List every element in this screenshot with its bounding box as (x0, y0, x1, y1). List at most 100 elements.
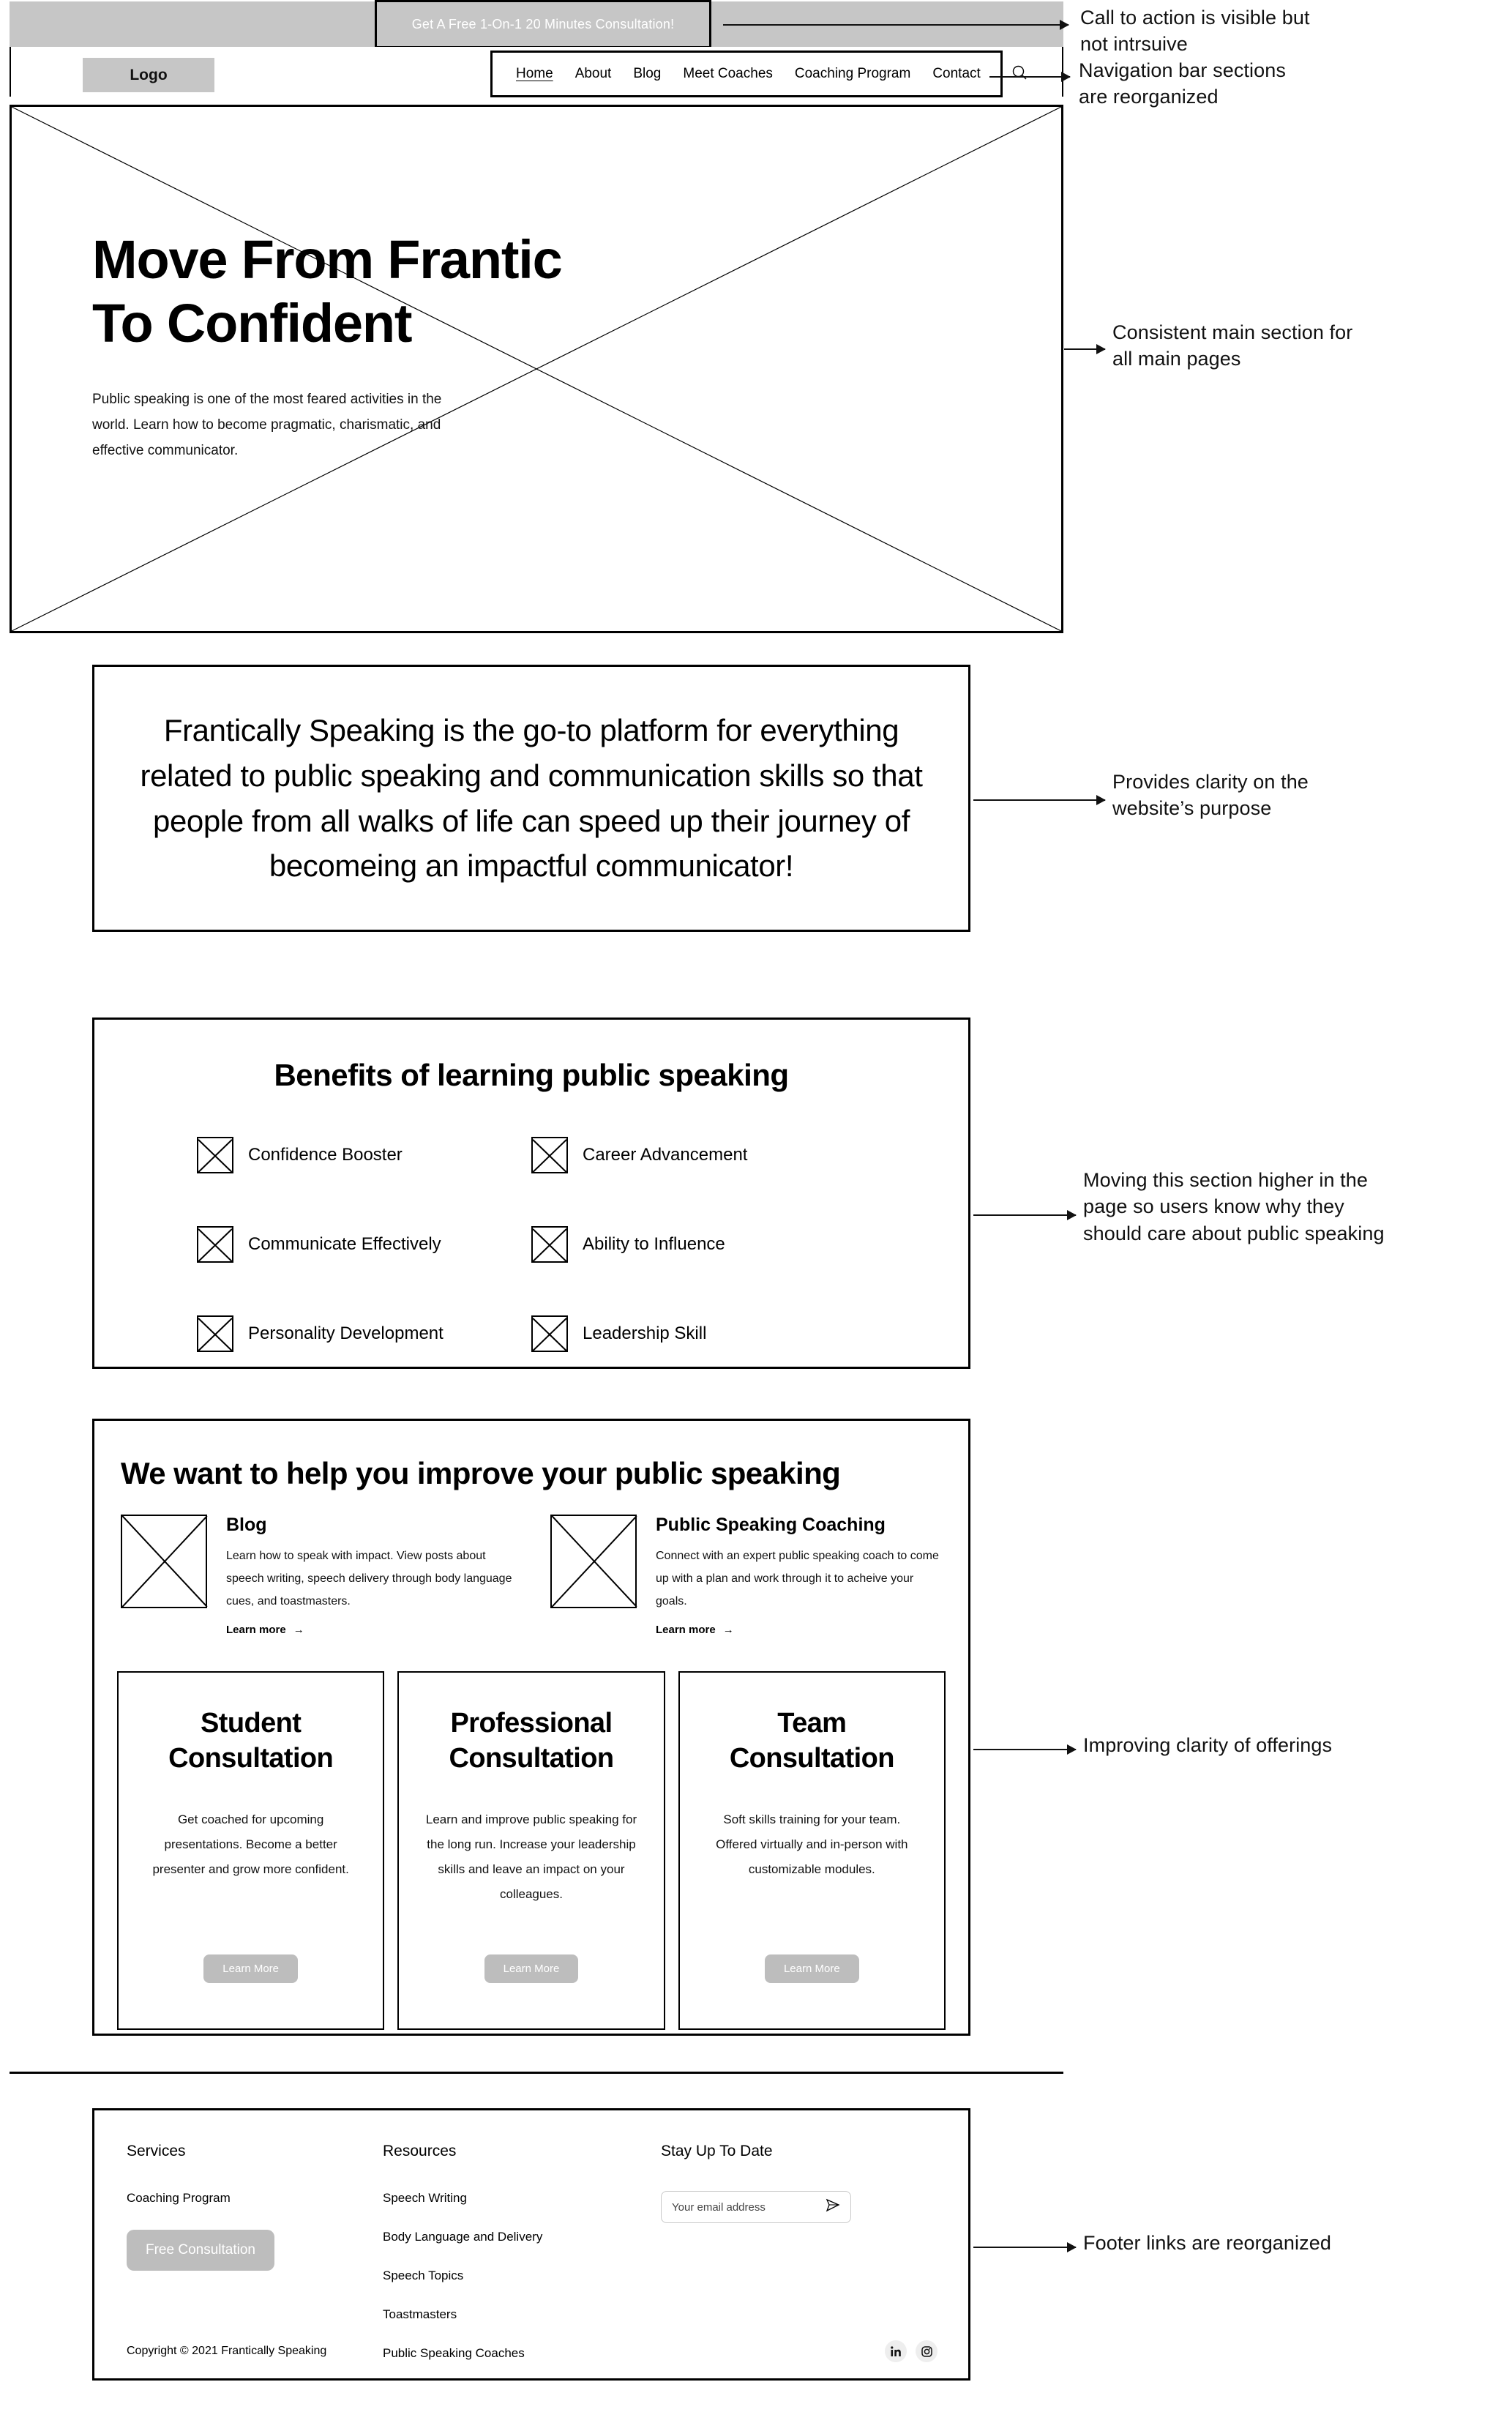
annotation-line: Improving clarity of offerings (1083, 1734, 1333, 1756)
newsletter-email-input[interactable]: Your email address (661, 2191, 851, 2223)
card-body: Learn and improve public speaking for th… (425, 1812, 637, 1901)
footer-divider (10, 2072, 1063, 2074)
benefits-grid: Confidence Booster Career Advancement Co… (94, 1137, 968, 1352)
nav-item-blog[interactable]: Blog (633, 66, 662, 81)
footer-link-public-speaking-coaches[interactable]: Public Speaking Coaches (383, 2346, 525, 2360)
nav-item-meet-coaches[interactable]: Meet Coaches (683, 66, 773, 81)
team-learn-more-button[interactable]: Learn More (764, 1954, 859, 1983)
logo-label: Logo (130, 66, 168, 83)
cta-banner-label: Get A Free 1-On-1 20 Minutes Consultatio… (411, 16, 675, 31)
benefit-item-ability-to-influence: Ability to Influence (531, 1226, 866, 1263)
blog-learn-more-link[interactable]: Learn more → (226, 1624, 304, 1636)
footer-link-speech-writing[interactable]: Speech Writing (383, 2191, 467, 2205)
benefit-label: Ability to Influence (583, 1234, 725, 1254)
annotation-arrow-footer (973, 2242, 1077, 2252)
help-column-body: Learn how to speak with impact. View pos… (226, 1550, 512, 1608)
annotation-line: Consistent main section for (1112, 321, 1353, 343)
help-column-title: Blog (226, 1515, 267, 1535)
annotation-benefits: Moving this section higher in the page s… (1083, 1167, 1508, 1247)
logo[interactable]: Logo (83, 58, 214, 92)
coaching-learn-more-link[interactable]: Learn more → (656, 1624, 734, 1636)
annotation-arrow-benefits (973, 1210, 1077, 1220)
help-column-blog: Blog Learn how to speak with impact. Vie… (121, 1515, 512, 1637)
footer-heading-resources: Resources (383, 2143, 457, 2159)
benefits-section: Benefits of learning public speaking Con… (92, 1018, 970, 1369)
benefit-label: Confidence Booster (248, 1145, 403, 1165)
nav-item-contact[interactable]: Contact (932, 66, 981, 81)
footer-column-services: Services Coaching Program Free Consultat… (127, 2143, 383, 2385)
help-column-coaching: Public Speaking Coaching Connect with an… (550, 1515, 942, 1637)
student-learn-more-button[interactable]: Learn More (203, 1954, 299, 1983)
card-title: Team Consultation (729, 1708, 895, 1774)
send-icon[interactable] (826, 2198, 840, 2216)
benefit-label: Communicate Effectively (248, 1234, 441, 1254)
card-body: Soft skills training for your team. Offe… (716, 1812, 908, 1876)
benefit-icon-placeholder (197, 1137, 233, 1173)
annotation-arrow-mission (973, 795, 1106, 805)
cta-banner-button[interactable]: Get A Free 1-On-1 20 Minutes Consultatio… (375, 0, 711, 48)
annotation-arrow-offerings (973, 1744, 1077, 1755)
annotation-cta: Call to action is visible but not intrsu… (1080, 4, 1490, 58)
footer-copyright: Copyright © 2021 Frantically Speaking (127, 2345, 327, 2357)
annotation-arrow-main-section (1064, 344, 1106, 354)
footer-link-coaching-program[interactable]: Coaching Program (127, 2191, 231, 2205)
footer-link-body-language-and-delivery[interactable]: Body Language and Delivery (383, 2230, 543, 2244)
site-footer: Services Coaching Program Free Consultat… (92, 2108, 970, 2381)
benefit-icon-placeholder (197, 1226, 233, 1263)
annotation-line: Moving this section higher in the (1083, 1169, 1369, 1191)
footer-social-links (885, 2340, 937, 2362)
annotation-navigation: Navigation bar sections are reorganized (1079, 57, 1489, 111)
professional-learn-more-button[interactable]: Learn More (484, 1954, 579, 1983)
footer-heading-services: Services (127, 2143, 186, 2159)
annotation-offerings: Improving clarity of offerings (1083, 1732, 1493, 1758)
benefit-item-leadership-skill: Leadership Skill (531, 1315, 866, 1352)
footer-column-resources: Resources Speech Writing Body Language a… (383, 2143, 661, 2385)
instagram-icon[interactable] (916, 2340, 937, 2362)
arrow-right-icon: → (293, 1623, 304, 1636)
site-header: Logo Home About Blog Meet Coaches Coachi… (10, 47, 1063, 97)
nav-item-coaching-program[interactable]: Coaching Program (794, 66, 911, 81)
benefit-item-personality-development: Personality Development (197, 1315, 531, 1352)
help-column-body: Connect with an expert public speaking c… (656, 1550, 939, 1608)
hero-title-line-1: Move From Frantic (92, 229, 563, 290)
annotation-line: Footer links are reorganized (1083, 2232, 1331, 2254)
benefit-icon-placeholder (197, 1315, 233, 1352)
arrow-right-icon: → (722, 1623, 734, 1636)
card-student-consultation[interactable]: Student Consultation Get coached for upc… (117, 1671, 385, 2030)
annotation-main-section: Consistent main section for all main pag… (1112, 319, 1508, 373)
primary-navigation: Home About Blog Meet Coaches Coaching Pr… (490, 51, 1027, 97)
card-title: Professional Consultation (449, 1708, 614, 1774)
card-professional-consultation[interactable]: Professional Consultation Learn and impr… (397, 1671, 665, 2030)
card-team-consultation[interactable]: Team Consultation Soft skills training f… (678, 1671, 946, 2030)
card-body: Get coached for upcoming presentations. … (152, 1812, 349, 1876)
annotation-arrow-cta (723, 20, 1069, 30)
search-icon[interactable] (1011, 64, 1028, 84)
blog-image-placeholder (121, 1515, 207, 1608)
help-column-title: Public Speaking Coaching (656, 1515, 886, 1535)
free-consultation-button[interactable]: Free Consultation (127, 2230, 274, 2271)
benefit-item-communicate-effectively: Communicate Effectively (197, 1226, 531, 1263)
footer-link-toastmasters[interactable]: Toastmasters (383, 2307, 457, 2321)
benefit-item-career-advancement: Career Advancement (531, 1137, 866, 1173)
coaching-image-placeholder (550, 1515, 637, 1608)
hero-title-line-2: To Confident (92, 293, 413, 354)
annotation-line: Provides clarity on the (1112, 771, 1309, 793)
footer-heading-stay-up-to-date: Stay Up To Date (661, 2143, 773, 2159)
benefit-label: Career Advancement (583, 1145, 748, 1165)
mission-statement-section: Frantically Speaking is the go-to platfo… (92, 665, 970, 932)
hero-subtitle: Public speaking is one of the most feare… (92, 391, 442, 458)
learn-more-label: Learn more (226, 1623, 286, 1636)
nav-item-home[interactable]: Home (516, 66, 553, 81)
benefit-icon-placeholder (531, 1137, 568, 1173)
footer-link-speech-topics[interactable]: Speech Topics (383, 2269, 464, 2282)
help-heading: We want to help you improve your public … (121, 1456, 841, 1490)
hero-image-placeholder (12, 107, 1061, 631)
mission-statement-text: Frantically Speaking is the go-to platfo… (140, 713, 923, 884)
linkedin-icon[interactable] (885, 2340, 907, 2362)
annotation-footer: Footer links are reorganized (1083, 2230, 1493, 2256)
nav-item-about[interactable]: About (575, 66, 612, 81)
footer-columns: Services Coaching Program Free Consultat… (94, 2110, 968, 2385)
email-placeholder-text: Your email address (672, 2200, 766, 2214)
help-columns: Blog Learn how to speak with impact. Vie… (121, 1515, 942, 1637)
